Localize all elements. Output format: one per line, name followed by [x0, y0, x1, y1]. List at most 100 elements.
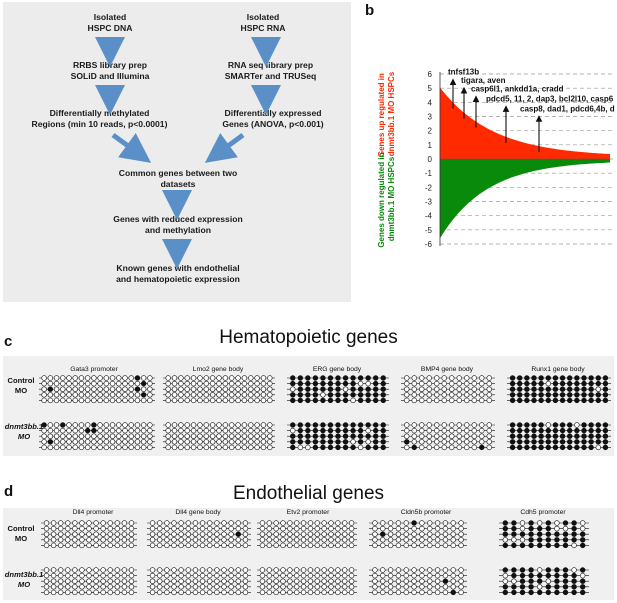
unmethylated-cpg [66, 422, 72, 428]
unmethylated-cpg [434, 567, 441, 573]
unmethylated-cpg [221, 520, 227, 526]
methylation-block [39, 422, 155, 451]
unmethylated-cpg [41, 375, 47, 381]
unmethylated-cpg [178, 542, 184, 549]
unmethylated-cpg [458, 542, 464, 549]
unmethylated-cpg [365, 380, 371, 387]
methylated-cpg [357, 427, 364, 434]
unmethylated-cpg [242, 584, 249, 590]
unmethylated-cpg [57, 525, 64, 532]
unmethylated-cpg [314, 537, 320, 543]
unmethylated-cpg [372, 584, 378, 590]
unmethylated-cpg [259, 542, 266, 549]
unmethylated-cpg [157, 542, 163, 549]
unmethylated-cpg [486, 433, 492, 439]
unmethylated-cpg [93, 572, 99, 579]
unmethylated-cpg [178, 392, 184, 398]
unmethylated-cpg [165, 375, 171, 381]
methylation-block [369, 520, 467, 549]
unmethylated-cpg [128, 427, 134, 434]
unmethylated-cpg [122, 397, 128, 404]
unmethylated-cpg [86, 537, 92, 543]
unmethylated-cpg [372, 578, 378, 584]
unmethylated-cpg [128, 542, 135, 549]
unmethylated-cpg [100, 589, 106, 596]
methylated-cpg [588, 439, 594, 445]
unmethylated-cpg [305, 444, 311, 451]
unmethylated-cpg [434, 433, 440, 439]
unmethylated-cpg [91, 444, 97, 451]
unmethylated-cpg [216, 444, 222, 451]
unmethylated-cpg [235, 444, 241, 451]
unmethylated-cpg [97, 386, 103, 392]
unmethylated-cpg [471, 392, 477, 398]
methylated-cpg [350, 386, 356, 392]
unmethylated-cpg [79, 567, 85, 573]
unmethylated-cpg [165, 397, 171, 404]
unmethylated-cpg [300, 589, 307, 596]
methylated-cpg [312, 375, 319, 381]
unmethylated-cpg [287, 584, 293, 590]
hem-methylation-diagram [39, 375, 611, 451]
unmethylated-cpg [57, 572, 64, 579]
unmethylated-cpg [235, 397, 241, 404]
unmethylated-cpg [86, 589, 92, 596]
unmethylated-cpg [314, 525, 320, 532]
unmethylated-cpg [242, 589, 249, 596]
unmethylated-cpg [121, 567, 128, 573]
unmethylated-cpg [103, 375, 110, 381]
unmethylated-cpg [228, 531, 234, 537]
unmethylated-cpg [241, 439, 248, 445]
unmethylated-cpg [280, 572, 286, 579]
unmethylated-cpg [214, 567, 220, 573]
methylated-cpg [134, 386, 141, 392]
unmethylated-cpg [164, 567, 170, 573]
methylated-cpg [350, 444, 356, 451]
unmethylated-cpg [449, 439, 455, 445]
methylation-block [401, 375, 495, 404]
unmethylated-cpg [300, 520, 307, 526]
methylated-cpg [519, 567, 526, 573]
unmethylated-cpg [235, 520, 241, 526]
unmethylated-cpg [241, 444, 248, 451]
unmethylated-cpg [79, 537, 85, 543]
unmethylated-cpg [199, 531, 206, 537]
unmethylated-cpg [171, 537, 177, 543]
unmethylated-cpg [395, 531, 402, 537]
unmethylated-cpg [72, 422, 78, 428]
unmethylated-cpg [178, 537, 184, 543]
unmethylated-cpg [471, 444, 477, 451]
methylated-cpg [524, 433, 530, 439]
unmethylated-cpg [199, 572, 206, 579]
methylation-block [507, 375, 611, 404]
unmethylated-cpg [178, 397, 184, 404]
unmethylated-cpg [434, 439, 440, 445]
common-genes-box: Common genes between two datasets [118, 168, 238, 189]
unmethylated-cpg [197, 433, 203, 439]
methylated-cpg [335, 397, 341, 404]
unmethylated-cpg [502, 578, 508, 584]
unmethylated-cpg [128, 433, 134, 439]
methylated-cpg [312, 397, 319, 404]
unmethylated-cpg [84, 392, 91, 398]
methylation-block [257, 567, 357, 596]
methylated-cpg [588, 397, 594, 404]
unmethylated-cpg [192, 572, 199, 579]
methylated-cpg [528, 520, 534, 526]
unmethylated-cpg [387, 567, 394, 573]
unmethylated-cpg [404, 386, 410, 392]
unmethylated-cpg [486, 397, 492, 404]
unmethylated-cpg [290, 386, 296, 392]
methylated-cpg [297, 439, 304, 445]
unmethylated-cpg [228, 520, 234, 526]
unmethylated-cpg [214, 584, 220, 590]
unmethylated-cpg [197, 439, 203, 445]
methylated-cpg [552, 375, 559, 381]
methylated-cpg [342, 433, 349, 439]
unmethylated-cpg [254, 392, 260, 398]
unmethylated-cpg [214, 525, 220, 532]
methylated-cpg [574, 392, 580, 398]
unmethylated-cpg [197, 427, 203, 434]
unmethylated-cpg [165, 433, 171, 439]
unmethylated-cpg [91, 392, 97, 398]
